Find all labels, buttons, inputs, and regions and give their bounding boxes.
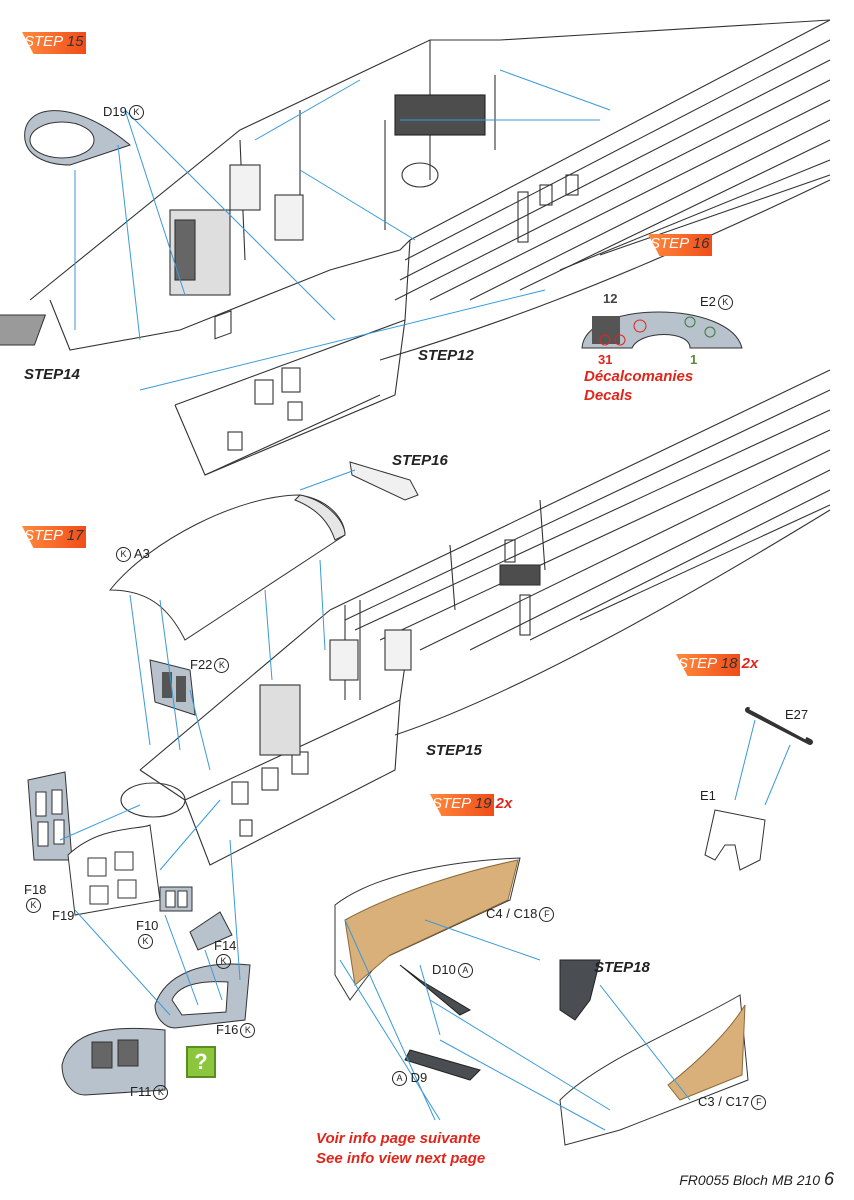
step-18-label: STEP — [678, 655, 717, 672]
tag-k-icon: K — [240, 1023, 256, 1039]
label-f18-text: F18 — [24, 882, 47, 897]
footer-text: FR0055 Bloch MB 210 — [679, 1172, 821, 1188]
label-e27-text: E27 — [785, 707, 809, 722]
label-f11-text: F11 — [130, 1084, 152, 1099]
decal-title-en: Decals — [584, 387, 633, 404]
part-f16 — [154, 963, 251, 1029]
label-c4-c18-text: C4 / C18 — [486, 906, 538, 921]
label-f16-text: F16 — [216, 1022, 239, 1037]
engine-nacelle-left — [334, 857, 521, 1081]
page-number: 6 — [823, 1169, 834, 1189]
tag-a-icon: A — [457, 963, 473, 979]
ref-step15: STEP15 — [426, 742, 482, 759]
tag-k-icon: K — [153, 1085, 169, 1101]
label-d9-text: D9 — [410, 1070, 428, 1085]
tag-f-icon: F — [751, 1095, 767, 1111]
canopy-a3 — [108, 494, 346, 641]
step-16-number: 16 — [692, 235, 710, 252]
label-e2-text: E2 — [700, 294, 716, 309]
tag-k-icon: K — [116, 547, 131, 563]
step-19-number: 19 — [474, 795, 492, 812]
step-19-multiplier: 2x — [495, 795, 513, 812]
label-e27: E27 — [785, 707, 808, 722]
question-icon: ? — [186, 1046, 216, 1078]
label-e1: E1 — [700, 788, 716, 803]
part-step16-mirror — [349, 461, 419, 501]
note-en: See info view next page — [316, 1150, 486, 1167]
step-15-label: STEP — [24, 33, 63, 50]
step-16-label: STEP — [650, 235, 689, 252]
fuselage-top — [0, 19, 831, 476]
step-15-number: 15 — [66, 33, 84, 50]
label-a3: K A3 — [114, 546, 150, 563]
step-18-number: 18 — [720, 655, 738, 672]
tag-k-icon: K — [717, 295, 733, 311]
label-d9: A D9 — [390, 1070, 428, 1087]
decal-title-fr: Décalcomanies — [584, 368, 694, 385]
part-f11 — [61, 1027, 166, 1096]
part-e27-e1 — [704, 706, 813, 871]
step-19-label: STEP — [432, 795, 471, 812]
ref-step12: STEP12 — [418, 347, 474, 364]
part-d19-ring — [24, 110, 132, 166]
ref-step18: STEP18 — [594, 959, 650, 976]
decal-number-1: 1 — [690, 352, 698, 367]
part-f18-f19-windows — [27, 771, 161, 916]
note-fr: Voir info page suivante — [316, 1130, 481, 1147]
label-f14-text: F14 — [214, 938, 237, 953]
tag-k-icon: K — [138, 934, 153, 950]
fuselage-middle — [120, 369, 831, 866]
tag-f-icon: F — [539, 907, 555, 923]
label-f10-text: F10 — [136, 918, 159, 933]
label-f19-text: F19 — [52, 908, 75, 923]
tag-k-icon: K — [128, 105, 144, 121]
label-e1-text: E1 — [700, 788, 716, 803]
label-f22-text: F22 — [190, 657, 213, 672]
tag-k-icon: K — [26, 898, 41, 914]
step-17-label: STEP — [24, 527, 63, 544]
part-f22-frame — [149, 659, 196, 716]
label-f19: F19 — [52, 908, 74, 923]
step-18-multiplier: 2x — [741, 655, 759, 672]
step-17-number: 17 — [66, 527, 84, 544]
label-d19-text: D19 — [103, 104, 127, 119]
part-f10-f14 — [159, 886, 233, 951]
assembly-arrows — [59, 69, 791, 1131]
label-d10-text: D10 — [432, 962, 456, 977]
engine-nacelle-right — [559, 959, 749, 1146]
tag-a-icon: A — [392, 1071, 407, 1087]
tag-k-icon: K — [214, 658, 230, 674]
decal-instrument-panel — [581, 311, 743, 349]
footer: FR0055 Bloch MB 210 6 — [679, 1169, 834, 1190]
ref-step16: STEP16 — [392, 452, 448, 469]
ref-step14: STEP14 — [24, 366, 80, 383]
label-c3-c17-text: C3 / C17 — [698, 1094, 750, 1109]
label-a3-text: A3 — [133, 546, 150, 561]
tag-k-icon: K — [216, 954, 231, 970]
decal-number-31: 31 — [598, 352, 613, 367]
decal-number-12: 12 — [603, 291, 618, 306]
